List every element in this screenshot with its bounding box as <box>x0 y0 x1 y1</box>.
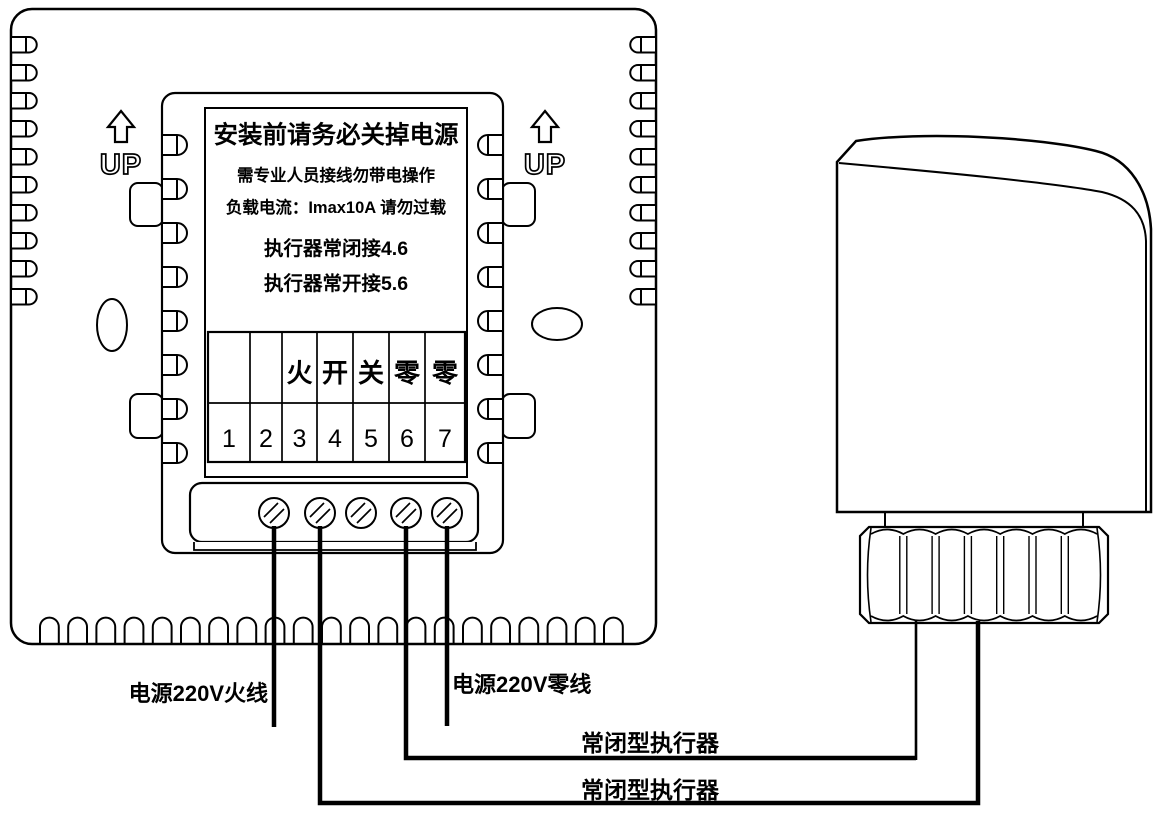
knurl-bottom-scallops <box>870 614 1098 622</box>
screw-terminal-5 <box>431 497 463 529</box>
screw-terminal-3 <box>345 497 377 529</box>
right-up-marker: UP <box>523 109 566 182</box>
terminal-number-4: 4 <box>328 425 342 453</box>
thermostat-module: 安装前请务必关掉电源 需专业人员接线勿带电操作 负载电流：Imax10A 请勿过… <box>129 91 536 555</box>
terminal-header-7: 零 <box>432 358 459 388</box>
wire-actuator-lower <box>317 526 981 806</box>
actuator-upper-label: 常闭型执行器 <box>581 730 720 756</box>
actuator-lower-label: 常闭型执行器 <box>581 777 720 803</box>
module-tab <box>501 182 536 227</box>
terminal-header-3: 火 <box>286 358 312 388</box>
terminal-header-4: 开 <box>322 358 348 388</box>
terminal-number-2: 2 <box>259 425 273 453</box>
warning-line2: 负载电流：Imax10A 请勿过载 <box>226 197 447 217</box>
knurl-outline <box>858 525 1110 625</box>
warning-line1: 需专业人员接线勿带电操作 <box>237 165 436 185</box>
up-label-left: UP <box>100 149 142 181</box>
wiring <box>271 526 981 806</box>
terminal-number-5: 5 <box>364 425 378 453</box>
knurl-ribs <box>899 536 1069 614</box>
terminal-table-numbers: 1 2 3 4 5 6 7 <box>222 425 452 453</box>
terminal-cover-lip <box>193 542 477 551</box>
terminal-number-3: 3 <box>293 425 307 453</box>
module-tab <box>129 182 164 227</box>
module-tab <box>501 393 536 439</box>
live-wire-label: 电源220V火线 <box>129 681 268 706</box>
warning-title: 安装前请务必关掉电源 <box>214 120 459 149</box>
left-mounting-hole <box>96 298 128 352</box>
warning-line4: 执行器常开接5.6 <box>264 272 408 295</box>
warning-line3: 执行器常闭接4.6 <box>264 237 408 260</box>
terminal-header-6: 零 <box>394 358 421 388</box>
knurl-end-faces <box>866 527 1102 623</box>
left-up-marker: UP <box>99 109 142 182</box>
terminal-number-6: 6 <box>400 425 414 453</box>
terminal-number-7: 7 <box>438 425 452 453</box>
actuator-body-edge <box>838 162 1147 511</box>
terminal-cover <box>188 481 480 551</box>
terminal-table-grid <box>208 332 465 462</box>
wire-actuator-upper <box>403 526 916 761</box>
screw-terminal-1 <box>258 497 290 529</box>
wire-labels: 电源220V火线 电源220V零线 常闭型执行器 常闭型执行器 <box>129 672 720 803</box>
valve-actuator <box>835 134 1153 625</box>
terminal-table-headers: 火 开 关 零 零 <box>286 358 459 388</box>
module-tab <box>129 393 164 439</box>
screw-terminal-2 <box>304 497 336 529</box>
actuator-knurled-nut <box>858 525 1110 625</box>
terminal-number-1: 1 <box>222 425 236 453</box>
terminal-header-5: 关 <box>358 358 384 388</box>
actuator-body <box>835 134 1153 514</box>
actuator-neck <box>884 512 1084 527</box>
neutral-wire-label: 电源220V零线 <box>452 672 591 697</box>
screw-terminal-4 <box>390 497 422 529</box>
terminal-table: 火 开 关 零 零 1 2 3 4 5 6 7 <box>206 330 467 464</box>
up-label-right: UP <box>524 149 566 181</box>
right-mounting-hole <box>531 307 583 341</box>
knurl-top-scallops <box>870 528 1098 536</box>
